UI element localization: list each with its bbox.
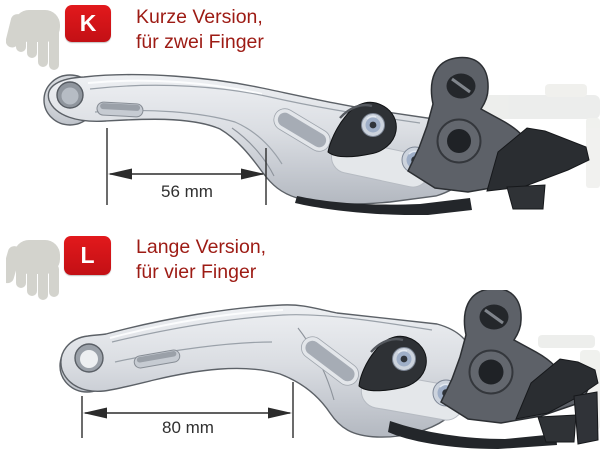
long-lever-illustration — [59, 290, 600, 449]
reach-adjuster — [327, 101, 397, 158]
badge-letter: K — [79, 10, 97, 36]
lightening-slot — [273, 108, 331, 152]
lever-blade — [59, 304, 473, 438]
bracket-wedge — [515, 358, 599, 445]
dimension-lines-80mm — [81, 382, 294, 438]
mounting-bracket — [440, 290, 591, 424]
hand-two-fingers-icon — [6, 10, 60, 70]
hand-four-fingers-icon — [6, 240, 60, 300]
dimension-lines-56mm — [106, 128, 267, 205]
lever-underside-band — [388, 421, 557, 449]
title-line-2: für zwei Finger — [136, 30, 264, 53]
small-slot — [133, 349, 181, 369]
short-lever-illustration — [43, 56, 600, 215]
pivot-hole — [447, 129, 471, 153]
background-ghost-shapes — [462, 84, 600, 188]
title-line-1: Lange Version, — [136, 236, 267, 258]
pivot-hole — [478, 359, 504, 385]
long-version-title: Lange Version, für vier Finger — [136, 235, 376, 284]
bracket-wedge — [486, 127, 590, 210]
version-badge-l: L — [64, 236, 111, 275]
lightening-slot — [301, 336, 359, 386]
small-slot — [96, 101, 144, 118]
version-badge-k: K — [65, 5, 111, 42]
lever-blade — [43, 73, 475, 205]
lever-underside-band — [295, 196, 472, 215]
dimension-label-short: 56 mm — [161, 182, 213, 201]
reach-adjuster — [358, 335, 427, 392]
short-version-title: Kurze Version, für zwei Finger — [136, 5, 376, 54]
title-line-2: für vier Finger — [136, 260, 257, 283]
title-line-1: Kurze Version, — [136, 6, 263, 28]
dimension-label-long: 80 mm — [162, 418, 214, 437]
badge-letter: L — [80, 242, 95, 268]
